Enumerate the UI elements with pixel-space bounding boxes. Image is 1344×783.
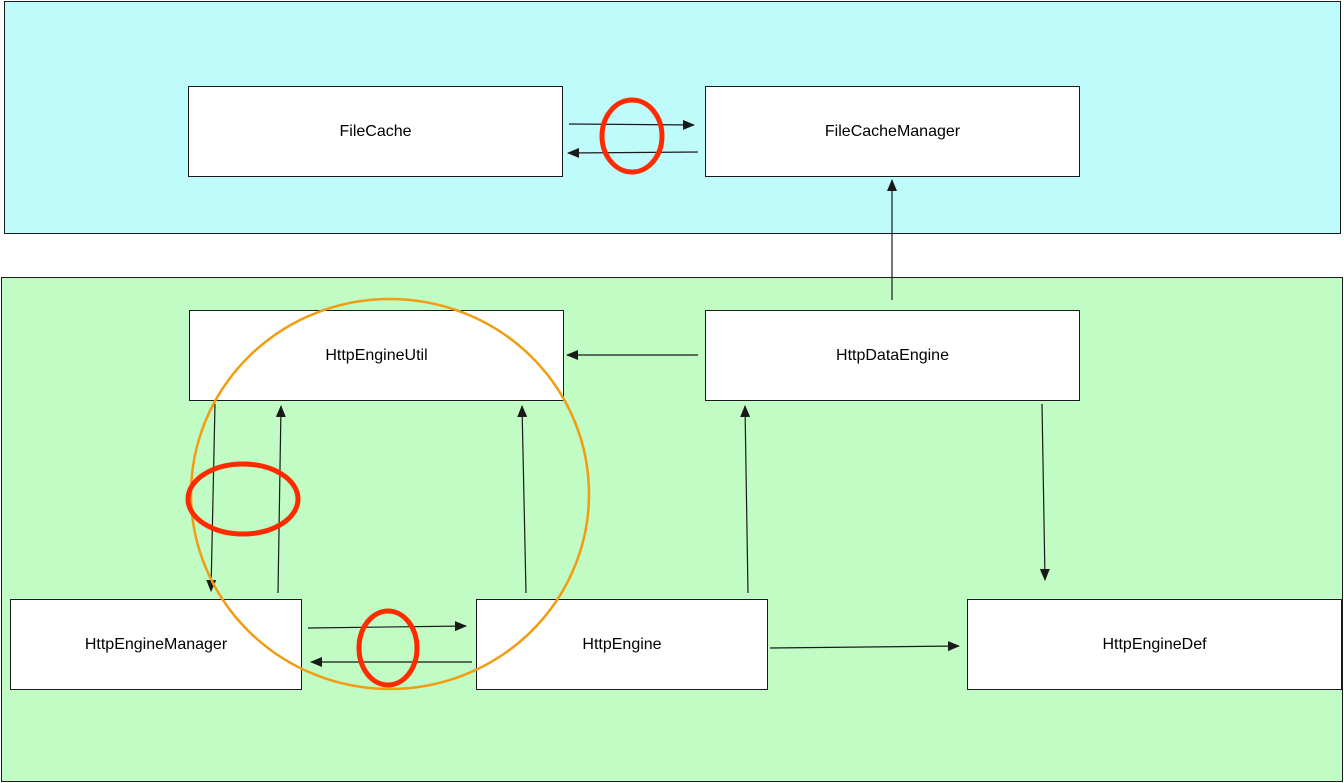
node-http-engine-util[interactable]: HttpEngineUtil [189, 310, 564, 401]
node-http-engine-def-label: HttpEngineDef [1102, 635, 1207, 653]
node-http-data-engine-label: HttpDataEngine [836, 346, 949, 364]
node-http-engine-label: HttpEngine [582, 635, 662, 653]
node-file-cache-label: FileCache [339, 122, 412, 140]
node-http-engine[interactable]: HttpEngine [476, 599, 768, 690]
node-http-engine-def[interactable]: HttpEngineDef [967, 599, 1342, 690]
node-file-cache-manager[interactable]: FileCacheManager [705, 86, 1080, 177]
node-file-cache-manager-label: FileCacheManager [824, 122, 961, 140]
node-http-engine-manager[interactable]: HttpEngineManager [10, 599, 302, 690]
node-file-cache[interactable]: FileCache [188, 86, 563, 177]
node-http-data-engine[interactable]: HttpDataEngine [705, 310, 1080, 401]
node-http-engine-manager-label: HttpEngineManager [84, 635, 228, 653]
node-http-engine-util-label: HttpEngineUtil [325, 346, 428, 364]
